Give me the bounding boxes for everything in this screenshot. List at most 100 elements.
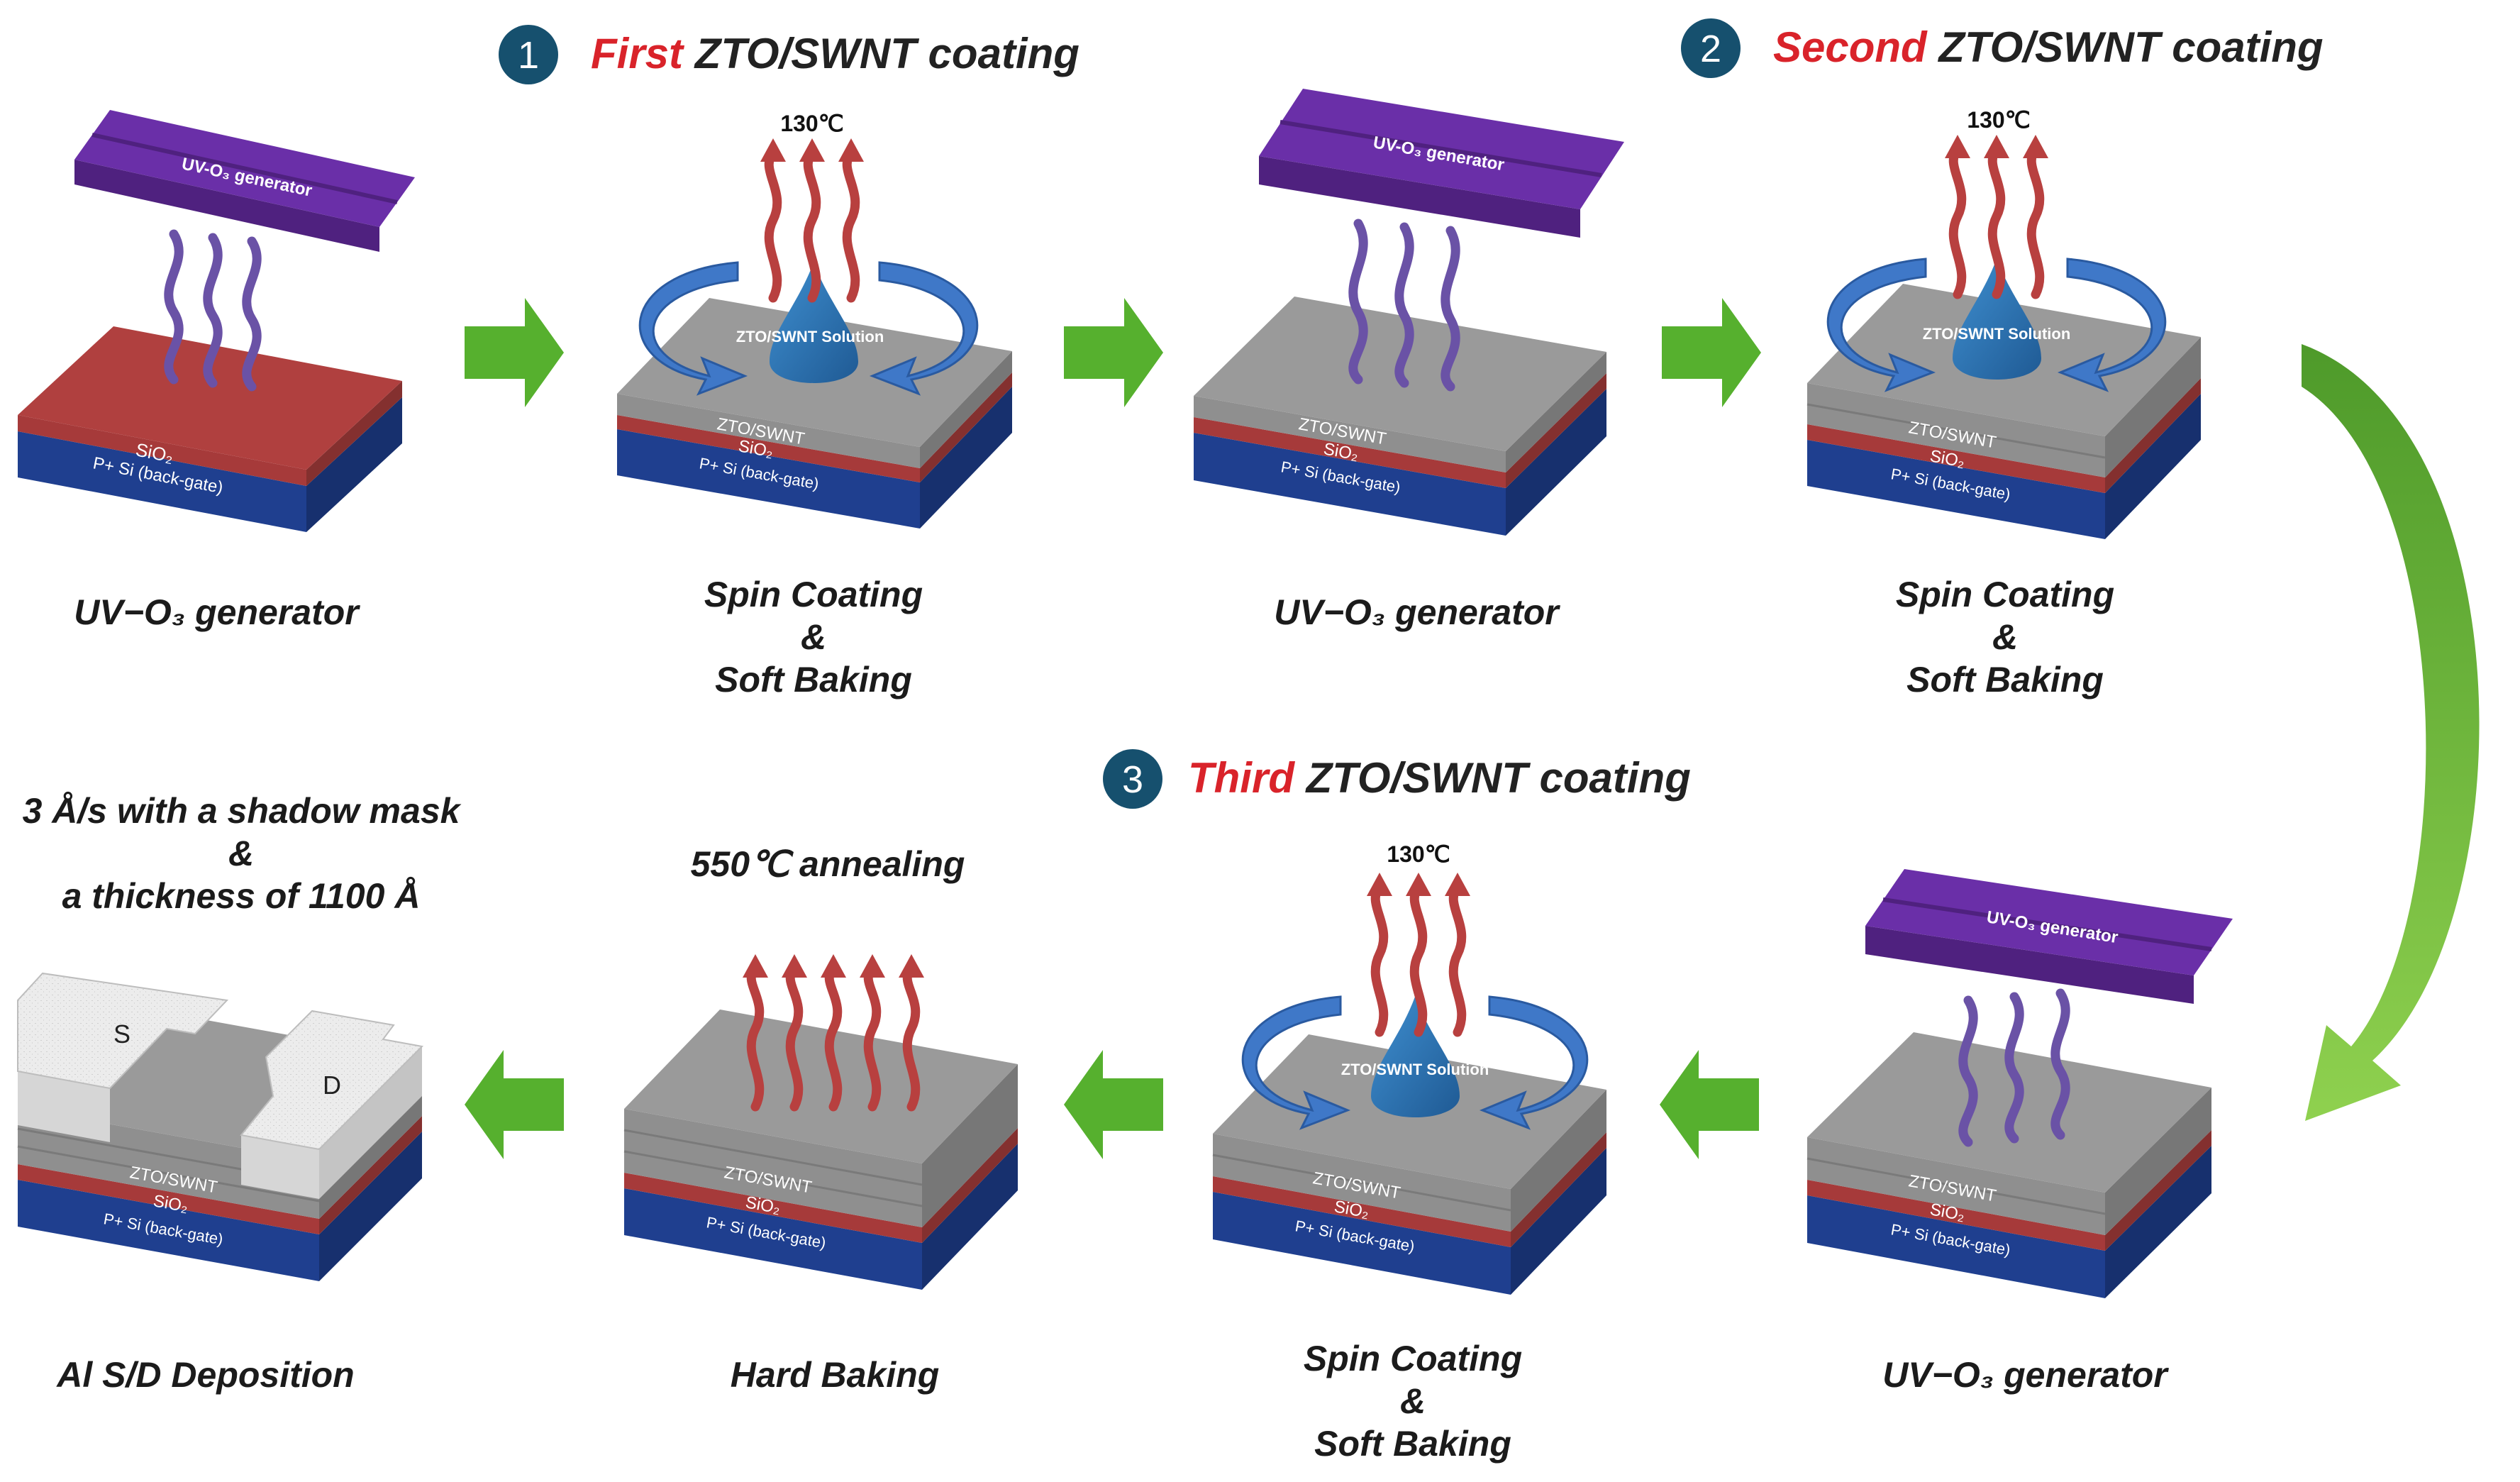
heat-arrowhead — [743, 954, 768, 978]
step-header-1: 1 First ZTO/SWNT coating — [499, 25, 1079, 84]
zto-side-left — [1194, 396, 1506, 472]
layer-seam — [1806, 1157, 2106, 1215]
flow-arrow-left — [465, 1050, 564, 1159]
wafer-stack: SiO₂ P+ Si (back-gate) — [18, 326, 402, 532]
step-title: Second ZTO/SWNT coating — [1773, 23, 2324, 71]
heat-arrowhead — [899, 954, 924, 978]
psi-side-right — [920, 387, 1012, 529]
psi-side-left — [18, 1180, 319, 1281]
psi-side-left — [1807, 1195, 2105, 1298]
generator-groove — [1882, 897, 2212, 951]
temp-label: 130℃ — [780, 111, 843, 136]
flow-arrow-right — [1662, 298, 1761, 407]
solution-drop — [1371, 997, 1460, 1117]
sio2-side-left — [617, 415, 920, 482]
sio2-side-left — [18, 1164, 319, 1234]
sio2-side-left — [1807, 424, 2105, 493]
sio2-side-right — [920, 372, 1012, 482]
zto-side-right — [922, 1064, 1018, 1227]
step-number-circle — [1681, 18, 1741, 78]
heat-wave — [803, 148, 821, 303]
solution-label: ZTO/SWNT Solution — [736, 328, 884, 345]
spin-arrow-left — [1241, 995, 1351, 1130]
drain-top — [240, 1010, 424, 1151]
step-rest: ZTO/SWNT coating — [683, 30, 1079, 77]
generator-groove — [1280, 120, 1602, 177]
caption-line-3: Soft Baking — [1906, 660, 2104, 699]
heat-wave — [764, 148, 782, 303]
sio2-side-right — [1511, 1132, 1606, 1247]
panel-uv-2: ZTO/SWNT SiO₂ P+ Si (back-gate) UV-O₃ ge… — [1194, 89, 1624, 632]
psi-side-left — [1194, 433, 1506, 536]
caption-line-2: & — [1992, 617, 2018, 657]
heat-wave — [842, 148, 860, 303]
layer-seam — [623, 1150, 923, 1207]
wafer-stack: ZTO/SWNT SiO₂ P+ Si (back-gate) — [623, 1010, 1018, 1290]
spin-arrow-left — [638, 261, 748, 396]
step-title: First ZTO/SWNT coating — [591, 30, 1079, 77]
psi-side-right — [1506, 389, 1606, 536]
drain-side-right — [319, 1046, 422, 1199]
heat-waves — [760, 138, 864, 303]
deposition-note-2: & — [228, 834, 254, 873]
sio2-side-right — [922, 1128, 1018, 1243]
caption: UV−O₃ generator — [1274, 592, 1560, 632]
caption: UV−O₃ generator — [1882, 1355, 2169, 1395]
zto-side-left — [617, 394, 920, 468]
step-number: 1 — [518, 34, 539, 77]
deposition-note-3: a thickness of 1100 Å — [62, 876, 421, 916]
uv-generator: UV-O₃ generator — [1259, 89, 1624, 238]
heat-wave — [1948, 144, 1967, 299]
uv-rays — [164, 229, 262, 392]
psi-side-right — [2105, 394, 2201, 539]
generator-side — [1259, 156, 1580, 238]
caption-line-3: Soft Baking — [715, 660, 912, 699]
uv-ray — [1958, 995, 1978, 1147]
caption: Al S/D Deposition — [55, 1355, 354, 1395]
panel-spin-1: ZTO/SWNT SiO₂ P+ Si (back-gate) ZTO/SWNT… — [617, 111, 1012, 699]
spin-arrow-right — [869, 261, 979, 396]
panel-hard-baking: ZTO/SWNT SiO₂ P+ Si (back-gate) 550℃ ann… — [623, 844, 1018, 1395]
solution-drop — [770, 262, 858, 383]
step-number-circle — [499, 25, 558, 84]
uv-ray — [2050, 988, 2070, 1140]
zto-top — [624, 1010, 1018, 1163]
caption-line-1: Spin Coating — [1304, 1339, 1522, 1378]
spin-arrow-left — [1826, 258, 1936, 392]
caption-line-1: Spin Coating — [704, 575, 923, 614]
uv-generator: UV-O₃ generator — [1865, 869, 2233, 1004]
step-word: Third — [1188, 754, 1295, 802]
heat-wave — [785, 963, 804, 1112]
step-number-circle — [1103, 749, 1162, 809]
step-number: 2 — [1700, 28, 1721, 70]
wafer-stack: ZTO/SWNT SiO₂ P+ Si (back-gate) — [1194, 297, 1606, 536]
heat-wave — [2026, 144, 2045, 299]
generator-side — [74, 160, 379, 252]
psi-side-left — [18, 431, 306, 532]
sio2-side-right — [2105, 1130, 2211, 1251]
heat-arrowhead — [1367, 873, 1392, 896]
uv-ray — [1441, 226, 1460, 392]
sio2-side-left — [1213, 1176, 1511, 1247]
temp-label: 130℃ — [1387, 841, 1450, 867]
layer-seam — [1212, 1154, 1511, 1212]
step-header-2: 2 Second ZTO/SWNT coating — [1681, 18, 2324, 78]
uv-rays — [1348, 219, 1460, 392]
step-word: First — [591, 30, 685, 77]
heat-arrowhead — [821, 954, 846, 978]
zto-side-right — [1506, 352, 1606, 472]
panel-deposition: S D ZTO/SWNT SiO₂ P+ Si (back-gate) 3 Å/… — [17, 791, 462, 1395]
flow-arrow-left — [1660, 1050, 1759, 1159]
psi-side-left — [624, 1188, 922, 1290]
zto-side-right — [1511, 1090, 1606, 1232]
spin-arrows — [638, 261, 979, 396]
sio2-side-left — [1807, 1180, 2105, 1251]
psi-side-left — [617, 429, 920, 529]
generator-groove — [91, 133, 398, 204]
deposition-note-1: 3 Å/s with a shadow mask — [23, 791, 462, 831]
caption-line-2: & — [1400, 1381, 1426, 1421]
uv-ray — [2004, 992, 2024, 1144]
heat-wave — [746, 963, 765, 1112]
step-title: Third ZTO/SWNT coating — [1188, 754, 1691, 802]
step-number: 3 — [1122, 758, 1143, 801]
